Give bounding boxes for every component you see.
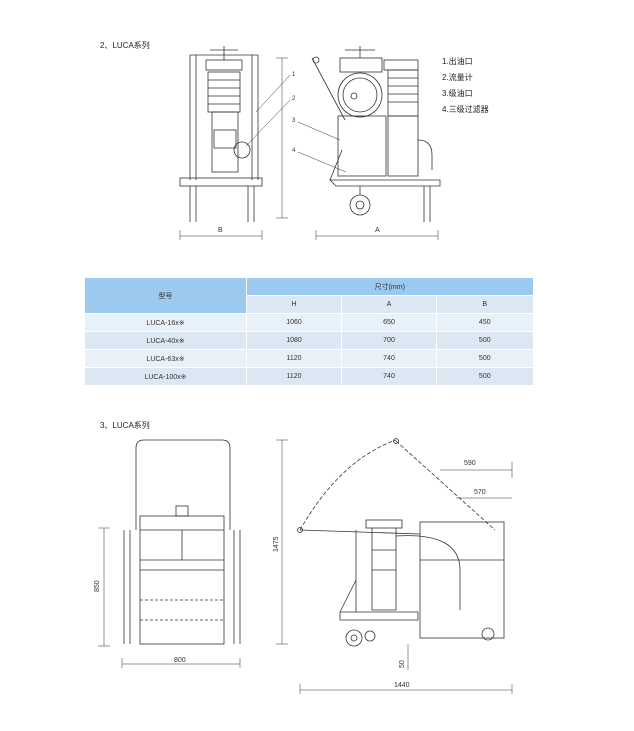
callout-3: 3 [292,118,296,124]
table-cell-b: 500 [435,349,533,368]
dim-1475-label: 1475 [273,536,280,552]
table-subheader-b: B [435,295,533,314]
table-cell-h: 1120 [246,367,342,386]
table-row: LUCA-40x※ 1080 700 500 [84,331,533,350]
luca3-side-view [276,438,513,694]
table-header-size: 尺寸(mm) [245,278,533,296]
table-cell-a: 740 [341,367,437,386]
table-header-model: 型号 [84,278,247,314]
section2-heading: 2、LUCA系列 [100,41,150,50]
table-row: LUCA-63x※ 1120 740 500 [84,349,533,368]
table-cell-model: LUCA-40x※ [84,331,247,350]
table-cell-a: 650 [341,313,437,332]
luca2-side-view [297,46,441,240]
section2-legend: 1.出油口 2.流量计 3.级油口 4.三级过滤器 [442,54,489,118]
dim-570-label: 570 [474,489,486,496]
table-cell-b: 500 [435,331,533,350]
legend-item-filter: 4.三级过滤器 [442,105,489,114]
dim-850-label: 850 [94,580,101,592]
table-subheader-a: A [341,295,437,314]
dim-800-label: 800 [174,657,186,664]
table-cell-b: 500 [435,367,533,386]
luca2-front-view [179,46,291,240]
dim-590-label: 590 [464,460,476,467]
dim-50-label: 50 [399,660,406,668]
dim-1440-label: 1440 [394,682,410,689]
dim-a-label: A [375,227,380,234]
table-cell-model: LUCA-16x※ [84,313,247,332]
table-cell-h: 1060 [246,313,342,332]
table-cell-model: LUCA-63x※ [84,349,247,368]
luca3-front-view [98,439,241,668]
legend-item-flowmeter: 2.流量计 [442,73,473,82]
table-row: LUCA-100x※ 1120 740 500 [84,367,533,386]
table-cell-model: LUCA-100x※ [84,367,247,386]
table-cell-h: 1120 [246,349,342,368]
table-cell-a: 740 [341,349,437,368]
table-cell-b: 450 [435,313,533,332]
table-subheader-h: H [246,295,342,314]
legend-item-inlet: 3.级油口 [442,89,473,98]
table-row: LUCA-16x※ 1060 650 450 [84,313,533,332]
callout-4: 4 [292,148,296,154]
callout-2: 2 [292,96,296,102]
dim-b-label: B [218,227,223,234]
spec-table: 型号 尺寸(mm) H A B LUCA-16x※ 1060 650 450 L… [84,278,533,386]
legend-item-outlet: 1.出油口 [442,57,473,66]
table-cell-a: 700 [341,331,437,350]
callout-1: 1 [292,72,296,78]
table-cell-h: 1080 [246,331,342,350]
section3-heading: 3、LUCA系列 [100,421,150,430]
